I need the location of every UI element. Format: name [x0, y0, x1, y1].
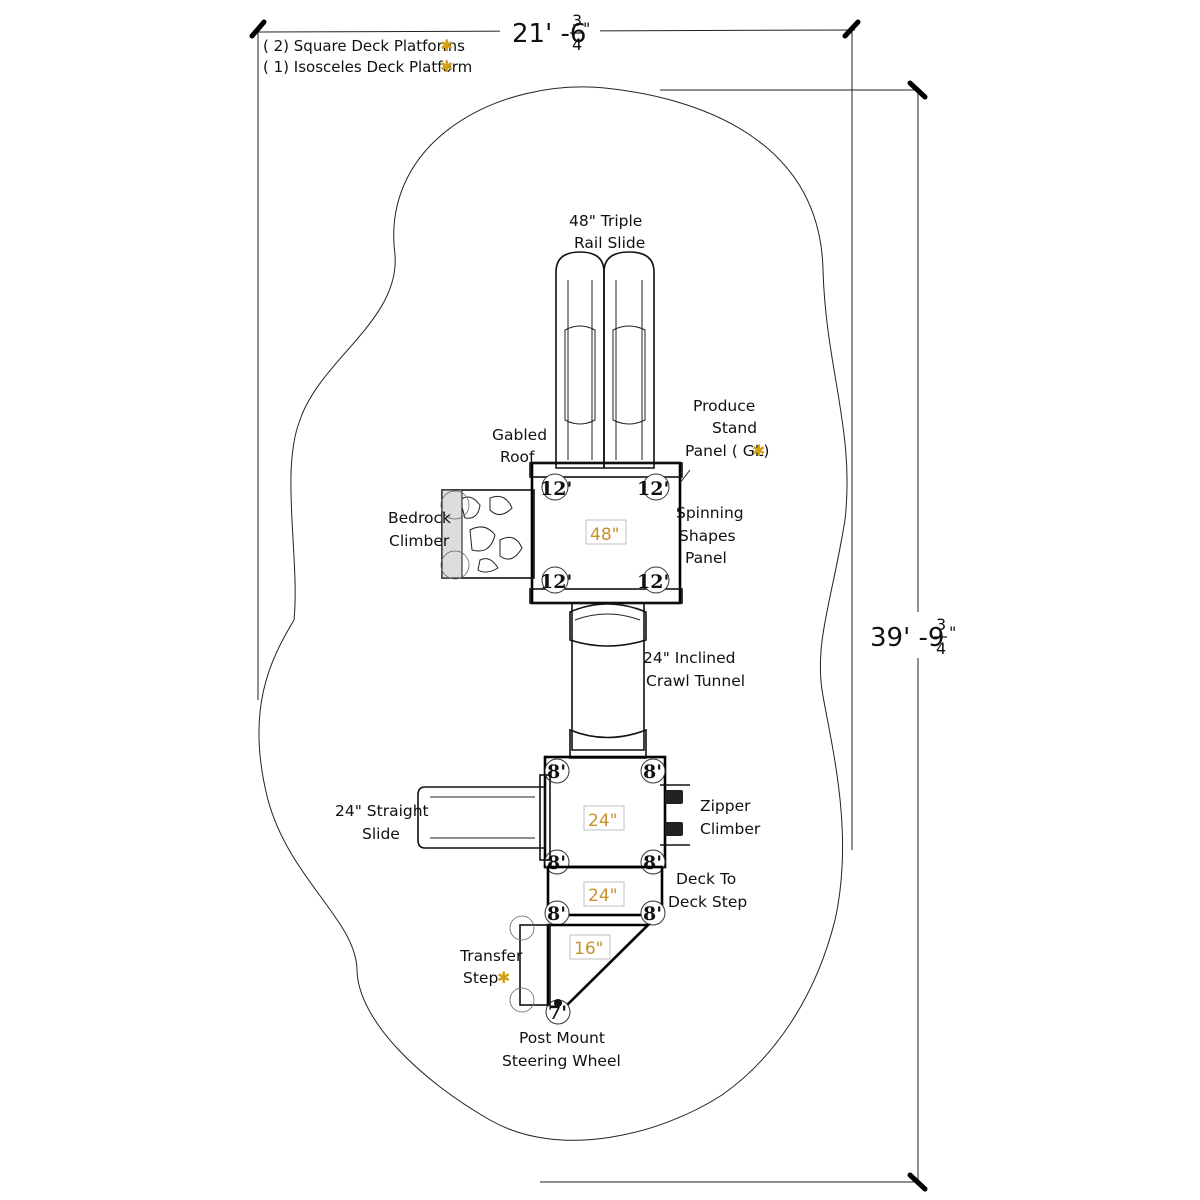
transfer-step-label: Step — [463, 969, 498, 987]
deck-step-label: Deck Step — [668, 893, 747, 911]
transfer-step-label: Transfer — [459, 947, 523, 965]
produce-stand-leader — [679, 469, 691, 484]
middle-deck-height: 24" — [588, 811, 617, 831]
depth-fraction-numerator: 3 — [936, 615, 946, 634]
post-height-label: 8' — [643, 852, 662, 874]
note-square-platforms: ( 2) Square Deck Platforms — [263, 37, 465, 55]
post-height-label: 8' — [547, 852, 566, 874]
transfer-star-icon: ✱ — [497, 968, 510, 987]
note-star-icon: ✱ — [440, 57, 453, 76]
produce-stand-label: Stand — [712, 419, 757, 437]
middle-deck: 24" 8' 8' 8' 8' — [543, 755, 667, 875]
depth-fraction-denominator: 4 — [936, 639, 946, 658]
depth-tick-top — [907, 80, 928, 100]
safety-zone-outline — [258, 86, 848, 1141]
post-height-label: 8' — [547, 761, 566, 783]
depth-unit: " — [949, 623, 956, 642]
width-dimension: 21' -6 3 4 " — [249, 11, 861, 850]
width-fraction-denominator: 4 — [572, 35, 582, 54]
depth-tick-bottom — [907, 1172, 928, 1192]
platform-notes: ( 2) Square Deck Platforms ✱ ( 1) Isosce… — [263, 36, 472, 76]
bedrock-climber — [440, 489, 535, 580]
gabled-roof-label: Gabled — [492, 426, 547, 444]
produce-stand-label: Produce — [693, 397, 755, 415]
post-height-label: 12' — [637, 478, 669, 500]
zipper-climber-label: Climber — [700, 820, 761, 838]
crawl-tunnel-label: 24" Inclined — [643, 649, 736, 667]
bedrock-climber-label: Climber — [389, 532, 450, 550]
upper-deck-height: 48" — [590, 525, 619, 545]
crawl-tunnel-label: Crawl Tunnel — [646, 672, 745, 690]
post-height-label: 12' — [540, 478, 572, 500]
note-isosceles-platform: ( 1) Isosceles Deck Platform — [263, 58, 472, 76]
transfer-step — [509, 915, 551, 1013]
post-height-label: 12' — [637, 571, 669, 593]
spinning-shapes-label: Shapes — [679, 527, 736, 545]
produce-star-icon: ✱ — [752, 441, 765, 460]
spinning-shapes-label: Panel — [685, 549, 727, 567]
bedrock-climber-label: Bedrock — [388, 509, 451, 527]
steering-wheel-label: Steering Wheel — [502, 1052, 621, 1070]
deck-to-deck-step: 24" 8' 8' — [544, 865, 666, 926]
post-height-label: 12' — [540, 571, 572, 593]
straight-slide-label: 24" Straight — [335, 802, 429, 820]
isosceles-deck: 16" 7' — [545, 923, 652, 1025]
inclined-crawl-tunnel — [569, 602, 647, 759]
width-tick-right — [842, 19, 861, 39]
straight-slide-label: Slide — [362, 825, 400, 843]
note-star-icon: ✱ — [440, 36, 453, 55]
depth-dimension-label: 39' -9 — [870, 623, 944, 653]
width-unit: " — [583, 19, 590, 38]
lower-deck-height: 16" — [574, 939, 603, 959]
gabled-roof-edge-top — [529, 462, 683, 478]
depth-dimension: 39' -9 3 4 " — [540, 80, 978, 1192]
gabled-roof-label: Roof — [500, 448, 535, 466]
triple-slide-label: Rail Slide — [574, 234, 645, 252]
component-labels: 48" Triple Rail Slide Gabled Roof Produc… — [335, 212, 769, 1070]
width-tick-left — [249, 19, 267, 39]
post-height-label: 8' — [547, 903, 566, 925]
step-deck-height: 24" — [588, 886, 617, 906]
straight-slide — [417, 774, 551, 861]
spinning-shapes-label: Spinning — [676, 504, 744, 522]
upper-deck: 48" 12' 12' 12' 12' — [529, 461, 691, 605]
produce-stand-label: Panel ( GL) — [685, 442, 769, 460]
post-height-label: 8' — [643, 903, 662, 925]
width-fraction-numerator: 3 — [572, 11, 582, 30]
triple-slide-label: 48" Triple — [569, 212, 642, 230]
zipper-climber-label: Zipper — [700, 797, 751, 815]
width-dimension-label: 21' -6 — [512, 19, 586, 49]
post-height-label: 8' — [643, 761, 662, 783]
post-height-label: 7' — [548, 1002, 567, 1024]
triple-rail-slide — [555, 251, 655, 469]
steering-wheel-icon — [554, 999, 562, 1007]
steering-wheel-label: Post Mount — [519, 1029, 605, 1047]
zipper-climber — [660, 784, 690, 846]
deck-step-label: Deck To — [676, 870, 736, 888]
